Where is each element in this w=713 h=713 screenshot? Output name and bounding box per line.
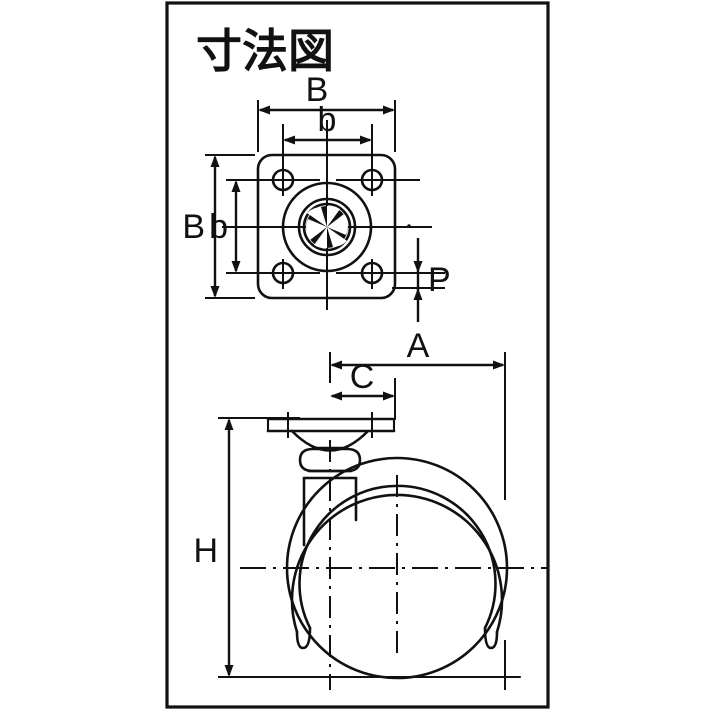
arrow-A-right <box>493 360 505 370</box>
arrow-H-top <box>224 418 234 430</box>
dim-label-C: C <box>350 358 375 396</box>
top-plan-view: B b B b <box>182 71 451 322</box>
drawing-title: 寸法図 <box>196 24 334 78</box>
hub-spoke-void-1 <box>327 205 340 227</box>
arrow-b-right <box>360 135 372 145</box>
dim-label-B-vertical: B <box>182 208 205 246</box>
dim-label-B-horizontal: B <box>306 71 329 109</box>
dim-label-P: P <box>428 261 451 299</box>
hub-outer-circle <box>281 181 373 273</box>
bolt-hole-top-left <box>271 168 295 192</box>
dim-label-A: A <box>407 327 430 365</box>
hub-inner-circle <box>302 202 352 252</box>
bolt-hole-bottom-left <box>271 261 295 285</box>
reference-dot-marker <box>407 224 411 228</box>
hub-spoke-pattern <box>306 205 348 249</box>
arrow-b-vert-top <box>231 180 241 192</box>
arrow-b-left <box>283 135 295 145</box>
hub-spoke-void-2 <box>327 214 348 235</box>
hub-spoke-void-6 <box>307 207 327 227</box>
arrow-B-vert-bottom <box>210 286 220 298</box>
hub-spoke-void-5 <box>306 219 327 240</box>
arrow-b-vert-bottom <box>231 261 241 273</box>
arrow-B-right <box>383 105 395 115</box>
arrow-A-left <box>330 360 342 370</box>
hub-spoke-void-3 <box>327 227 347 247</box>
arrow-H-bottom <box>224 665 234 677</box>
arrow-P-top <box>413 261 423 273</box>
hub-middle-circle <box>297 197 357 257</box>
dim-label-H: H <box>193 532 218 570</box>
arrow-B-left <box>258 105 270 115</box>
hub-spoke-voids <box>306 205 348 249</box>
arrow-C-right <box>383 391 395 401</box>
yoke-tip-right <box>483 626 499 650</box>
bolt-hole-top-right <box>360 168 384 192</box>
drawing-frame-border <box>165 1 550 709</box>
bolt-hole-bottom-right <box>360 261 384 285</box>
yoke-tip-left <box>295 626 312 650</box>
arrow-C-left <box>330 391 342 401</box>
hub-spoke-void-4 <box>314 227 327 249</box>
arrow-P-bottom <box>413 288 423 300</box>
side-elevation-view: A C H <box>193 327 548 690</box>
dim-label-b-vertical: b <box>209 208 228 246</box>
arrow-B-vert-top <box>210 155 220 167</box>
